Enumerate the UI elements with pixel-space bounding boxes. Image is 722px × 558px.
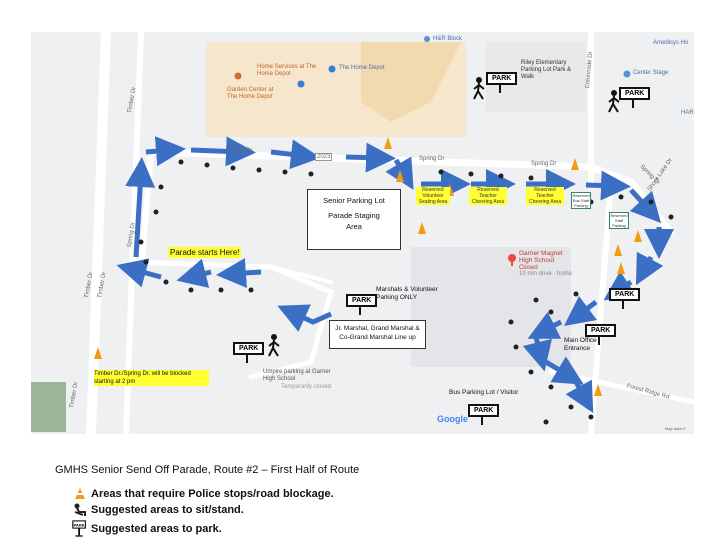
poi-har: HAR	[681, 110, 694, 116]
park-sign-bus-lot: PARK	[468, 399, 500, 425]
senior-parking-box: Senior Parking Lot Parade Staging Area	[307, 189, 401, 250]
parade-route	[116, 136, 674, 414]
legend-police-row: Areas that require Police stops/road blo…	[71, 486, 655, 502]
road-label-spring-2: Spring Dr	[419, 156, 445, 162]
poi-garden-center: Garden Center at The Home Depot	[227, 87, 274, 100]
cone-icon	[75, 488, 85, 499]
poi-garner-sub: 10 min drive · home	[519, 271, 573, 277]
park-sign-main-office: PARK	[585, 319, 617, 345]
spectator-markers	[138, 159, 674, 425]
poi-home-depot: The Home Depot	[339, 65, 385, 71]
timber-block-note: Timber Dr./Spring Dr. will be blocked st…	[94, 370, 209, 386]
school-pin	[508, 254, 516, 266]
senior-lot-title: Senior Parking Lot	[323, 196, 385, 205]
senior-lot-subtitle: Parade Staging Area	[328, 211, 380, 231]
legend-park-text: Suggested areas to park.	[91, 523, 222, 535]
home-depot-pin	[234, 36, 631, 88]
parade-start-label: Parade starts Here!	[168, 247, 242, 258]
poi-home-services: Home Services at The Home Depot	[257, 64, 317, 77]
park-sign-marshals: PARK	[346, 289, 378, 315]
park-sign-icon: PARK	[72, 520, 86, 537]
road-label-spring-1: Spring Dr	[227, 148, 253, 154]
main-office-label: Main Office Entrance	[564, 337, 597, 352]
thumbnail-photo	[31, 382, 66, 432]
poi-garner-hs: Garner Magnet High School	[519, 250, 563, 264]
road-label-spring-3: Spring Dr	[531, 161, 557, 167]
poi-garner-rating: Closed	[519, 265, 538, 271]
sitting-person-icon	[74, 503, 86, 516]
legend-sit-row: Suggested areas to sit/stand.	[71, 502, 655, 518]
retail-building	[361, 42, 461, 122]
bus-parking-label: Bus Parking Lot / Visitor	[449, 389, 519, 396]
reserved-teacher-2-label: Reserved Teacher Cheering Area	[526, 187, 564, 205]
parade-route-map: Spring Dr Spring Dr Spring Dr Spring Dr …	[31, 32, 694, 434]
reserved-teacher-1-label: Reserved Teacher Cheering Area	[469, 187, 507, 205]
legend: GMHS Senior Send Off Parade, Route #2 – …	[55, 464, 655, 540]
google-logo: Google	[437, 414, 468, 424]
poi-amedisys: Amedisys Ho	[653, 40, 689, 46]
jr-marshal-box: Jr. Marshal, Grand Marshal & Co-Grand Ma…	[329, 320, 426, 349]
park-sign-riley: PARK	[486, 67, 518, 93]
police-stop-cones	[94, 137, 642, 396]
school-grounds	[411, 247, 571, 367]
poi-center-stage: Center Stage	[633, 70, 669, 76]
marshals-parking-label: Marshals & Volunteer Parking ONLY	[376, 286, 438, 301]
poi-riley-lot: Riley Elementary Parking Lot Park & Walk	[521, 60, 572, 80]
legend-sit-text: Suggested areas to sit/stand.	[91, 504, 244, 516]
park-sign-center-stage: PARK	[619, 82, 651, 108]
legend-park-row: PARK Suggested areas to park.	[71, 518, 655, 540]
park-sign-umpire: PARK	[233, 337, 265, 363]
map-base	[31, 32, 694, 434]
poi-umpire-sub: Temporarily closed	[281, 384, 332, 390]
walker-icon	[473, 77, 485, 100]
reserved-volunteer-label: Reserved Volunteer Seating Area	[416, 187, 450, 205]
park-sign-spring-east: PARK	[609, 283, 641, 309]
walker-icon	[608, 90, 620, 113]
poi-hr-block: H&R Block	[433, 36, 463, 42]
map-data-attribution: Map data ©	[665, 426, 686, 431]
poi-umpire-parking: Umpire parking at Garner High School	[263, 369, 331, 382]
reserved-bus-label: Reserved Bus Staff Parking	[571, 192, 591, 209]
legend-title: GMHS Senior Send Off Parade, Route #2 – …	[55, 464, 360, 476]
park-icon-text: PARK	[74, 522, 85, 527]
route-shield: 2023	[315, 153, 333, 161]
walker-icon	[268, 334, 280, 357]
legend-police-text: Areas that require Police stops/road blo…	[91, 488, 334, 500]
reserved-parking-label: Reserved Staff Parking	[609, 212, 629, 229]
